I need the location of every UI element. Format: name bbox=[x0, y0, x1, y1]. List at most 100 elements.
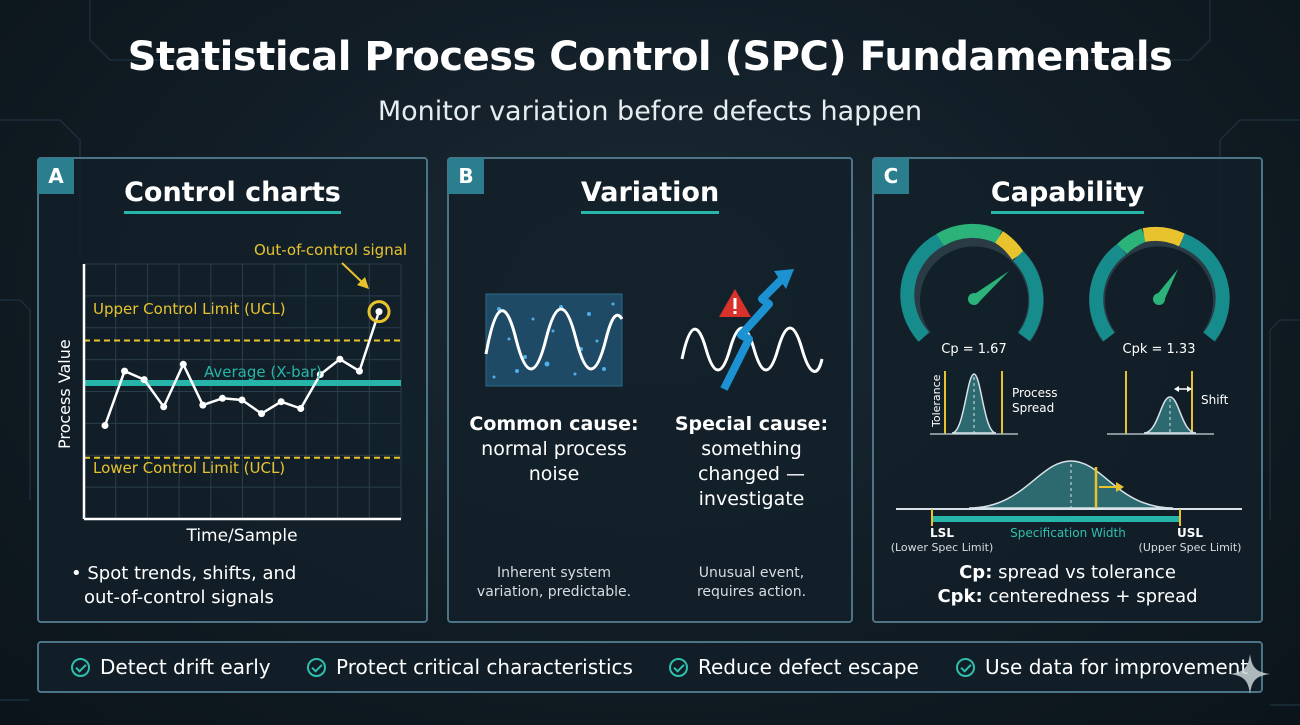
series-points bbox=[101, 308, 383, 429]
cp-definition-key: Cp: bbox=[959, 562, 993, 583]
cp-value: Cp = 1.67 bbox=[941, 342, 1006, 357]
spec-distribution bbox=[896, 460, 1242, 526]
common-cause-text: Common cause: normal process noise bbox=[449, 412, 659, 487]
benefit-item: Use data for improvement bbox=[956, 643, 1248, 691]
check-circle-icon bbox=[307, 657, 326, 677]
data-point bbox=[199, 401, 207, 409]
benefit-label: Use data for improvement bbox=[985, 655, 1249, 679]
panel-title-text: Variation bbox=[580, 177, 720, 214]
warning-icon-bar bbox=[733, 298, 737, 309]
special-note-line-1: Unusual event, bbox=[698, 565, 805, 581]
ucl-label: Upper Control Limit (UCL) bbox=[93, 300, 286, 318]
data-point bbox=[218, 394, 226, 402]
special-note-line-2: requires action. bbox=[696, 584, 807, 600]
out-of-control-marker bbox=[367, 300, 391, 324]
spike-arrow bbox=[720, 274, 787, 391]
data-point bbox=[375, 308, 383, 316]
common-note-line-1: Inherent system bbox=[497, 565, 611, 581]
noise-box bbox=[485, 293, 623, 387]
cpk-definition-text: centeredness + spread bbox=[988, 586, 1198, 607]
cp-gauge bbox=[900, 224, 1044, 342]
y-axis-label: Process Value bbox=[55, 339, 74, 449]
lsl-full-label: (Lower Spec Limit) bbox=[891, 541, 994, 554]
data-point bbox=[238, 396, 246, 404]
data-point bbox=[258, 410, 266, 418]
cpk-distribution bbox=[1107, 371, 1214, 435]
cpk-gauge bbox=[1089, 226, 1230, 342]
panel-capability: C Capability Cp = 1.67 Cpk = 1.33 bbox=[872, 157, 1263, 623]
benefit-item: Detect drift early bbox=[71, 643, 271, 691]
signal-label: Out-of-control signal bbox=[254, 241, 407, 259]
check-circle-icon bbox=[669, 657, 688, 677]
cp-definition: Cp: spread vs tolerance bbox=[874, 561, 1261, 585]
usl-full-label: (Upper Spec Limit) bbox=[1139, 541, 1242, 554]
signal-arrow bbox=[341, 262, 365, 285]
common-cause-note: Inherent system variation, predictable. bbox=[449, 564, 659, 602]
cp-definition-text: spread vs tolerance bbox=[998, 562, 1176, 583]
page-title: Statistical Process Control (SPC) Fundam… bbox=[127, 34, 1173, 80]
panel-badge: A bbox=[38, 158, 74, 194]
panel-variation: B Variation Common cause: normal process… bbox=[447, 157, 853, 623]
data-point bbox=[160, 403, 168, 411]
data-point bbox=[336, 355, 344, 363]
common-note-line-2: variation, predictable. bbox=[476, 584, 632, 600]
lcl-label: Lower Control Limit (UCL) bbox=[93, 459, 285, 477]
shift-label: Shift bbox=[1201, 393, 1229, 407]
data-point bbox=[297, 405, 305, 412]
cp-distribution bbox=[930, 371, 1018, 435]
benefit-label: Protect critical characteristics bbox=[336, 655, 633, 679]
capability-illustration: Cp = 1.67 Cpk = 1.33 Tolerance Process S… bbox=[891, 224, 1242, 554]
spread-label: Spread bbox=[1012, 401, 1054, 415]
benefit-item: Protect critical characteristics bbox=[307, 643, 633, 691]
bullet-line-2: out-of-control signals bbox=[84, 587, 274, 608]
signal-arrow-head bbox=[357, 277, 369, 289]
panel-badge: B bbox=[448, 158, 484, 194]
data-point bbox=[355, 367, 363, 375]
bullet-line-1: • Spot trends, shifts, and bbox=[71, 563, 297, 584]
usl-label: USL bbox=[1177, 526, 1203, 540]
check-circle-icon bbox=[956, 657, 975, 677]
special-cause-line-3: changed — bbox=[697, 463, 806, 485]
check-circle-icon bbox=[71, 657, 90, 677]
data-point bbox=[277, 398, 285, 406]
data-point bbox=[121, 367, 129, 375]
capability-definitions: Cp: spread vs tolerance Cpk: centerednes… bbox=[874, 561, 1261, 609]
spec-width-label: Specification Width bbox=[1010, 526, 1126, 540]
special-cause-line-4: investigate bbox=[698, 488, 805, 510]
data-point bbox=[316, 371, 324, 378]
chart-grid bbox=[84, 263, 402, 520]
average-label: Average (X-bar) bbox=[204, 363, 322, 381]
page-subtitle: Monitor variation before defects happen bbox=[377, 96, 923, 127]
panel-title-text: Control charts bbox=[124, 177, 341, 214]
lsl-label: LSL bbox=[930, 526, 954, 540]
panel-badge: C bbox=[873, 158, 909, 194]
panel-title-text: Capability bbox=[990, 177, 1145, 214]
special-cause-note: Unusual event, requires action. bbox=[649, 564, 854, 602]
tolerance-label: Tolerance bbox=[930, 374, 943, 428]
common-cause-line-2: normal process bbox=[481, 438, 627, 460]
special-cause-text: Special cause: something changed — inves… bbox=[649, 412, 854, 512]
common-cause-line-3: noise bbox=[528, 463, 580, 485]
control-chart: Out-of-control signal Upper Control Limi… bbox=[55, 241, 407, 546]
common-cause-wave bbox=[484, 307, 624, 371]
benefit-label: Reduce defect escape bbox=[698, 655, 919, 679]
panel-title: Capability bbox=[874, 177, 1261, 214]
panel-control-charts: A Control charts Out-of-control signal U… bbox=[37, 157, 428, 623]
benefits-bar: Detect drift early Protect critical char… bbox=[37, 641, 1263, 693]
cpk-definition: Cpk: centeredness + spread bbox=[874, 585, 1261, 609]
panel-title: Control charts bbox=[39, 177, 426, 214]
sparkle-icon bbox=[1230, 654, 1270, 694]
cpk-value: Cpk = 1.33 bbox=[1123, 342, 1196, 357]
x-axis-label: Time/Sample bbox=[185, 526, 297, 546]
benefit-item: Reduce defect escape bbox=[669, 643, 919, 691]
benefit-label: Detect drift early bbox=[100, 655, 271, 679]
variation-illustration bbox=[484, 269, 824, 391]
data-point bbox=[179, 360, 187, 368]
process-label: Process bbox=[1012, 386, 1058, 400]
special-cause-wave bbox=[680, 326, 824, 373]
data-point bbox=[140, 376, 148, 384]
data-point bbox=[101, 422, 109, 429]
warning-icon-dot bbox=[733, 311, 737, 314]
cpk-definition-key: Cpk: bbox=[937, 586, 983, 607]
spike-arrow-head bbox=[774, 269, 794, 289]
